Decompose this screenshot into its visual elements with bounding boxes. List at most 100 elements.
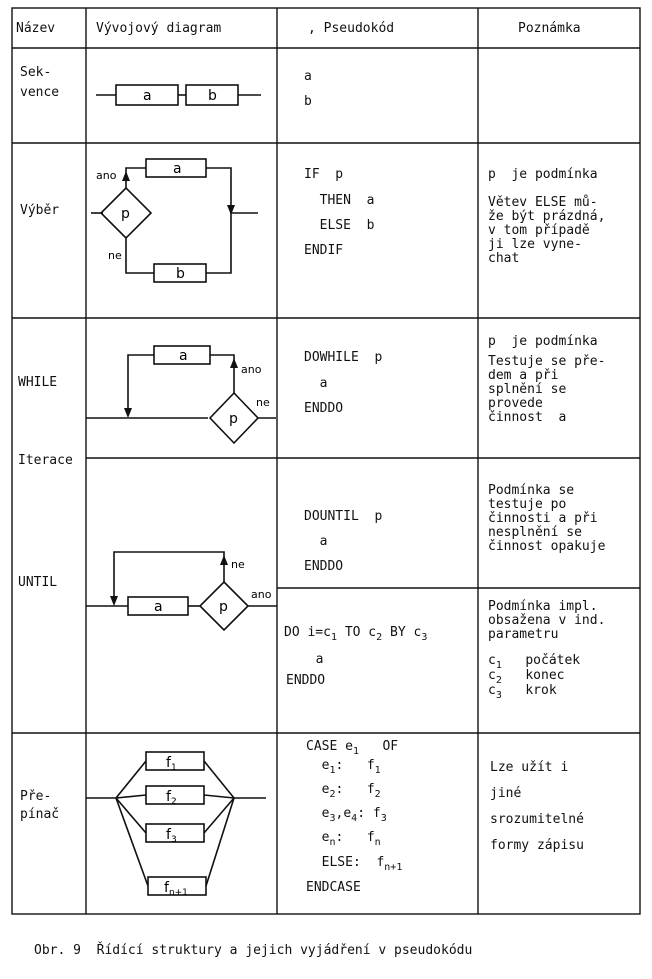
switch-code-line4-right: f [372,806,381,821]
header-pseudocode: , Pseudokód [308,21,395,36]
do-param-c1-sym: c [488,653,496,668]
do-code-c2: 2 [376,632,383,643]
selection-label-yes: ano [96,169,117,182]
selection-note-line1: p je podmínka [488,167,598,182]
switch-code-line7-left: ENDCASE [306,880,361,895]
until-label-yes: ano [251,588,272,601]
until-note-line1: Podmínka se [488,483,575,498]
selection-code-line2: THEN a [304,193,375,208]
switch-code-line6-right: f [376,855,385,870]
switch-code-line3: e2: f2 [306,782,381,801]
until-note-line5: činnost opakuje [488,539,606,554]
switch-code-line5-right: f [366,830,375,845]
switch-code-line4-mid-sub: 4 [351,813,358,824]
switch-box4-f: f [164,880,170,896]
do-param-c3-desc: krok [525,683,557,698]
do-code-line1: DO i=c1 TO c2 BY c3 [284,625,428,644]
sequence-code-line2: b [304,94,312,109]
until-code-line3: ENDDO [304,559,344,574]
sequence-name-line1: Sek- [20,65,52,80]
switch-box2-i: 2 [171,797,177,807]
selection-note-line4: v tom případě [488,223,590,238]
iteration-group-name: Iterace [18,453,73,468]
until-code-line2: a [304,534,328,549]
switch-code-line6: ELSE: fn+1 [306,855,403,874]
switch-box1-i: 1 [171,763,177,773]
do-code-c1: 1 [330,632,337,643]
while-code-line3: ENDDO [304,401,344,416]
do-code-line3: ENDDO [286,673,326,688]
until-label-no: ne [231,558,245,571]
do-param-c3-sym: c [488,683,496,698]
do-code-part3: BY c [382,625,422,640]
while-note-line6: činnost a [488,410,567,425]
switch-code-line4: e3,e4: f3 [306,806,387,825]
selection-code-line1: IF p [304,167,344,182]
switch-code-line2-left-sub: 1 [329,765,336,776]
switch-code-line3-left-sub: 2 [329,789,336,800]
header-name: Název [16,21,56,36]
while-label-no: ne [256,396,270,409]
do-param-c1-desc: počátek [525,653,581,668]
selection-box-b-label: b [176,266,185,282]
switch-box3-label: f3 [166,827,177,845]
selection-box-a-label: a [173,161,182,177]
switch-code-line2-right-sub: 1 [374,765,381,776]
selection-note-line6: chat [488,251,520,266]
switch-note-line4: formy zápisu [490,838,584,853]
switch-code-line6-right-sub: n+1 [384,862,403,873]
switch-box3-i: 3 [171,835,177,845]
until-name: UNTIL [18,575,58,590]
switch-note-line2: jiné [490,786,522,801]
until-diagram: a p ne ano [86,551,277,632]
do-code-c3: 3 [421,632,428,643]
switch-code-line6-left: ELSE: [306,855,361,870]
switch-code-line5-right-sub: n [374,837,381,848]
selection-note-line3: že být prázdná, [488,209,606,224]
switch-code-line5-left: e [306,830,330,845]
selection-note-line2: Větev ELSE mů- [488,195,598,210]
switch-note-line1: Lze užít i [490,760,569,775]
switch-code-line1-left: CASE e [306,739,353,754]
while-note-line3: dem a při [488,368,559,383]
switch-box2-label: f2 [166,789,177,807]
sequence-name-line2: vence [20,85,60,100]
header-diagram: Vývojový diagram [96,21,222,36]
switch-code-line2-left: e [306,758,330,773]
while-box-a-label: a [179,348,188,364]
until-note-line2: testuje po [488,497,567,512]
sequence-box-a-label: a [143,88,152,104]
do-code-line2: a [300,652,324,667]
switch-code-line3-right: f [366,782,375,797]
selection-note-line5: ji lze vyne- [488,237,582,252]
while-note-line1: p je podmínka [488,334,598,349]
switch-code-line2: e1: f1 [306,758,381,777]
sequence-code-line1: a [304,69,312,84]
switch-diagram: f1 f2 f3 fn+1 [86,751,266,898]
do-param-c1-idx: 1 [495,660,502,671]
do-code-part1: DO i=c [284,625,331,640]
do-param-c2: c2 konec [488,668,638,687]
switch-code-line5-left-sub: n [329,837,336,848]
selection-code-line4: ENDIF [304,243,344,258]
figure-caption: Obr. 9 Řídící struktury a jejich vyjádře… [34,943,473,958]
switch-code-line1: CASE e1 OF [306,739,398,758]
selection-code-line3: ELSE b [304,218,375,233]
while-label-yes: ano [241,363,262,376]
until-note-line4: nesplnění se [488,525,582,540]
switch-box1-f: f [166,755,172,771]
switch-code-line4-mid: ,e [335,806,352,821]
header-note: Poznámka [518,21,581,36]
selection-cond-label: p [121,206,130,222]
while-code-line2: a [304,376,328,391]
switch-name-line1: Pře- [20,789,52,804]
do-param-c1: c1 počátek [488,653,638,672]
do-param-c3-idx: 3 [495,690,502,701]
switch-code-line3-left: e [306,782,330,797]
do-param-c2-sym: c [488,668,496,683]
while-name: WHILE [18,375,58,390]
switch-note: Lze užít i jiné srozumitelné formy zápis… [490,755,638,859]
switch-box2-f: f [166,789,172,805]
switch-code-line1-left-sub: 1 [352,746,359,757]
